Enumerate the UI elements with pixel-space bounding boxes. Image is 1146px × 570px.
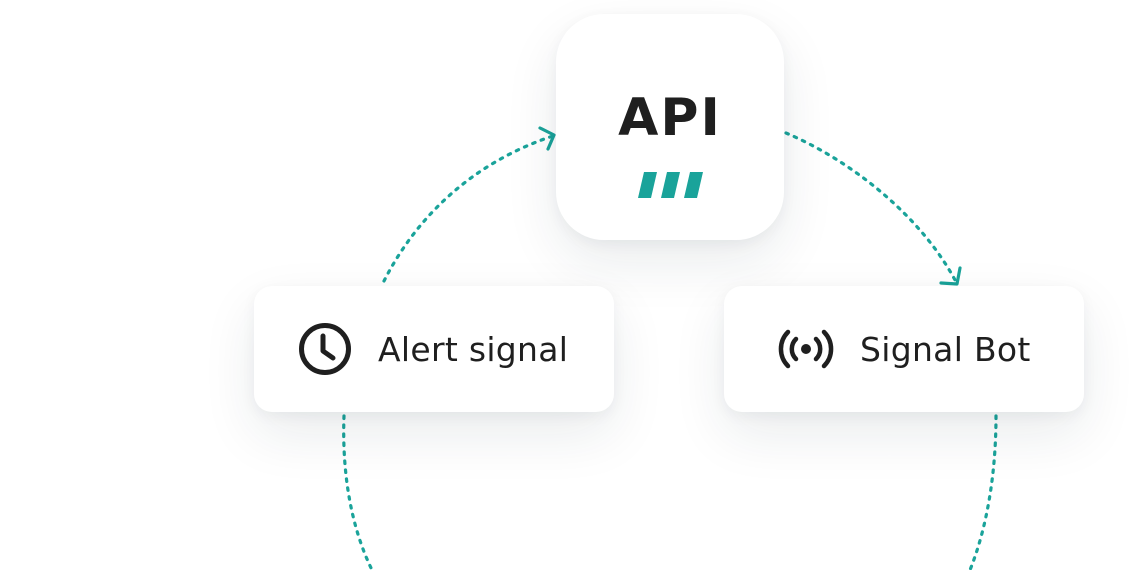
clock-icon (298, 322, 352, 376)
alert-signal-label: Alert signal (378, 329, 569, 369)
arrowhead-to-api (538, 126, 556, 151)
connector-alert-to-api (382, 134, 555, 283)
broadcast-icon (778, 329, 834, 369)
signal-bot-card: Signal Bot (724, 286, 1084, 412)
api-title: API (618, 88, 722, 148)
alert-signal-card: Alert signal (254, 286, 614, 412)
api-card: API (556, 14, 784, 240)
connector-alert-down (342, 414, 374, 570)
api-triple-bar-logo-icon (638, 172, 703, 198)
arrowhead-to-bot (939, 266, 962, 286)
connector-api-to-bot (784, 131, 957, 282)
connector-bot-down (968, 414, 998, 570)
signal-bot-label: Signal Bot (860, 329, 1031, 369)
